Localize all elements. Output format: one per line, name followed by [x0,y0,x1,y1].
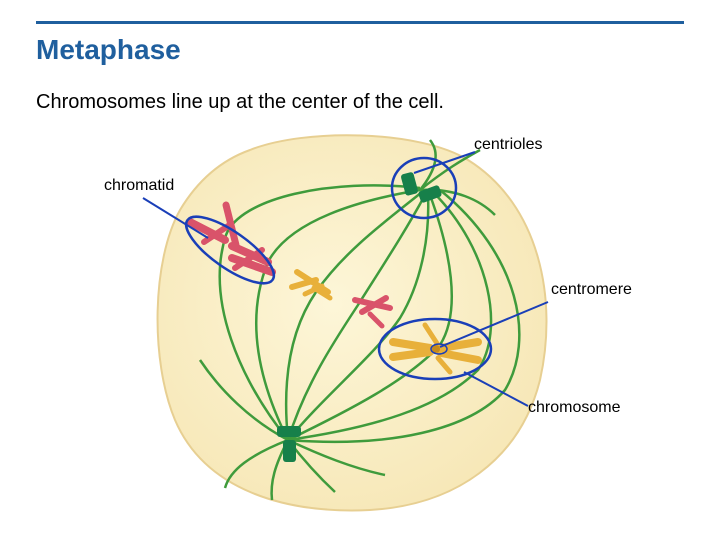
highlight-ellipses [184,156,493,381]
label-centrioles: centrioles [474,136,542,153]
cell-body [156,134,548,512]
page-subtitle: Chromosomes line up at the center of the… [36,91,444,113]
red-chromosomes [186,201,276,276]
label-chromatid: chromatid [104,177,174,194]
red-chromosome-center [352,295,393,329]
top-centrioles [401,172,442,203]
spindle-fibers [198,139,521,501]
bottom-centrioles [277,426,301,462]
yellow-chromosome-center [289,269,333,301]
pointer-lines [142,151,549,407]
header-rule [36,21,684,24]
label-centromere: centromere [551,281,632,298]
page-title: Metaphase [36,34,181,65]
label-chromosome: chromosome [528,399,621,416]
centromere-dot [432,345,440,353]
